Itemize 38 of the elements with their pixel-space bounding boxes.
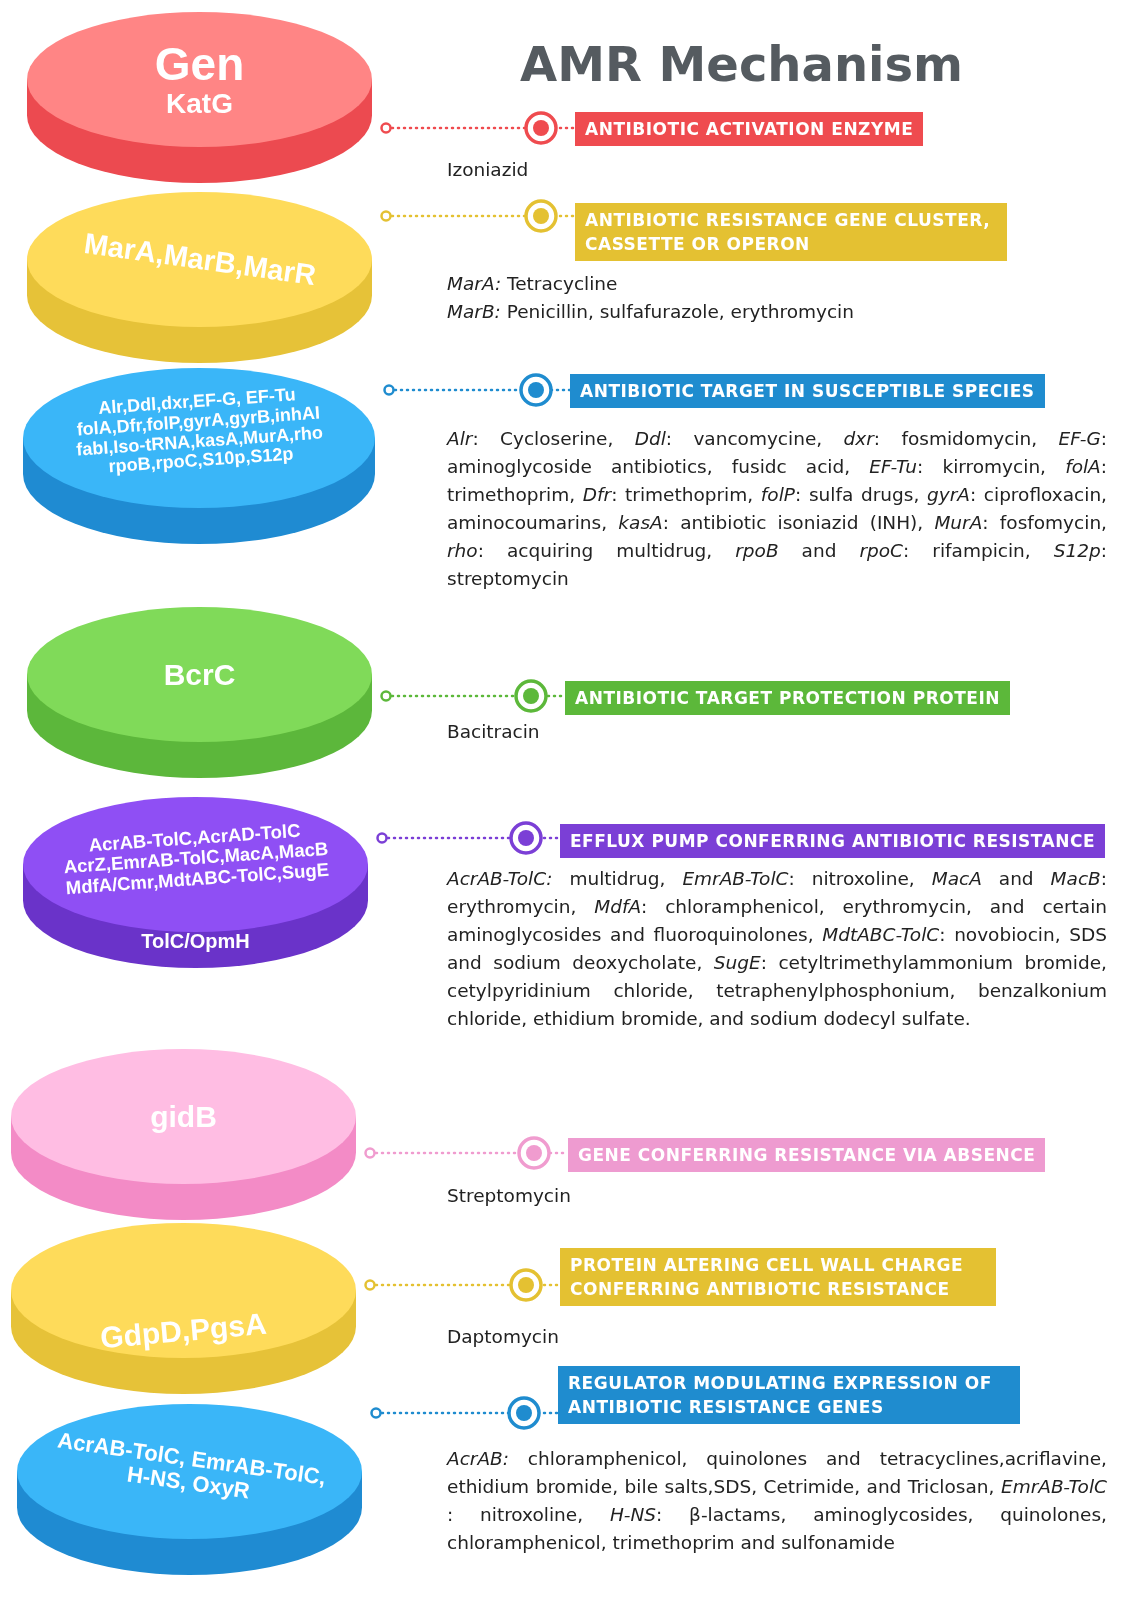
category-label: ANTIBIOTIC ACTIVATION ENZYME	[575, 112, 924, 146]
category-label: ANTIBIOTIC TARGET PROTECTION PROTEIN	[565, 681, 1010, 715]
description-text: AcrAB: chloramphenicol, quinolones and tetracyclines,acriflavine, ethidium bromide, bile salts,SDS, Cetrimide, and Triclosan, EmrAB-TolC : nitroxoline, H-NS: β-lactams, aminoglycosides, quinolones, chloramphenicol, trimethoprim and sulfonamide	[447, 1447, 1107, 1555]
description-text: MarA: Tetracycline	[447, 272, 619, 296]
disk-label: TolC/OpmH	[140, 930, 251, 953]
disk	[23, 368, 375, 544]
disk	[11, 1049, 356, 1220]
disk	[23, 797, 368, 968]
category-label: REGULATOR MODULATING EXPRESSION OF ANTIBIOTIC RESISTANCE GENES	[558, 1366, 1020, 1424]
connector-line	[370, 1396, 560, 1430]
description-text: Izoniazid	[447, 158, 530, 182]
description-text: Daptomycin	[447, 1325, 560, 1349]
disk-label: GdpD,PgsA	[99, 1306, 268, 1355]
connector-line	[380, 199, 577, 233]
disk-label: Gen	[154, 38, 245, 90]
disk-label: BcrC	[163, 658, 236, 691]
title: AMR Mechanism	[520, 36, 964, 92]
description-text: MarB: Penicillin, sulfafurazole, erythromycin	[447, 300, 855, 324]
disk	[11, 1223, 356, 1394]
description-text: Bacitracin	[447, 720, 541, 744]
disk-label: KatG	[166, 89, 233, 121]
description-text: Streptomycin	[447, 1184, 572, 1208]
disk	[27, 192, 372, 363]
disk	[17, 1404, 362, 1575]
disk-label: Alr,Ddl,dxr,EF-G, EF-Tu folA,Dfr,folP,gyrA,gyrB,inhAI fabI,Iso-tRNA,kasA,MurA,rho rpoB,rpoC,S10p,S12p	[74, 383, 325, 480]
category-label: ANTIBIOTIC RESISTANCE GENE CLUSTER, CASSETTE OR OPERON	[575, 203, 1007, 261]
category-label: ANTIBIOTIC TARGET IN SUSCEPTIBLE SPECIES	[570, 374, 1045, 408]
description-text: Alr: Cycloserine, Ddl: vancomycine, dxr: fosmidomycin, EF-G: aminoglycoside antibiotics, fusidc acid, EF-Tu: kirromycin, folA: trimethoprim, Dfr: trimethoprim, folP: sulfa drugs, gyrA: ciprofloxacin, aminocoumarins, kasA: antibiotic isoniazid (INH), MurA: fosfomycin, rho: acquiring multidrug, rpoB and rpoC: rifampicin, S12p: streptomycin	[447, 427, 1107, 591]
category-label: PROTEIN ALTERING CELL WALL CHARGE CONFERRING ANTIBIOTIC RESISTANCE	[560, 1248, 996, 1306]
category-label: GENE CONFERRING RESISTANCE VIA ABSENCE	[568, 1138, 1046, 1172]
disk	[27, 607, 372, 778]
description-text: AcrAB-TolC: multidrug, EmrAB-TolC: nitroxoline, MacA and MacB: erythromycin, MdfA: chloramphenicol, erythromycin, and certain aminoglycosides and fluoroquinolones, MdtABC-TolC: novobiocin, SDS and sodium deoxycholate, SugE: cetyltrimethylammonium bromide, cetylpyridinium chloride, tetraphenylphosphonium, benzalkonium chloride, ethidium bromide, and sodium dodecyl sulfate.	[447, 867, 1107, 1031]
disk-label: gidB	[150, 1100, 217, 1133]
category-label: EFFLUX PUMP CONFERRING ANTIBIOTIC RESISTANCE	[560, 824, 1106, 858]
connector-line	[383, 373, 572, 407]
disk-label: AcrAB-TolC, EmrAB-TolC, H-NS, OxyR	[54, 1426, 328, 1506]
connector-line	[380, 111, 577, 145]
disk	[27, 12, 372, 183]
